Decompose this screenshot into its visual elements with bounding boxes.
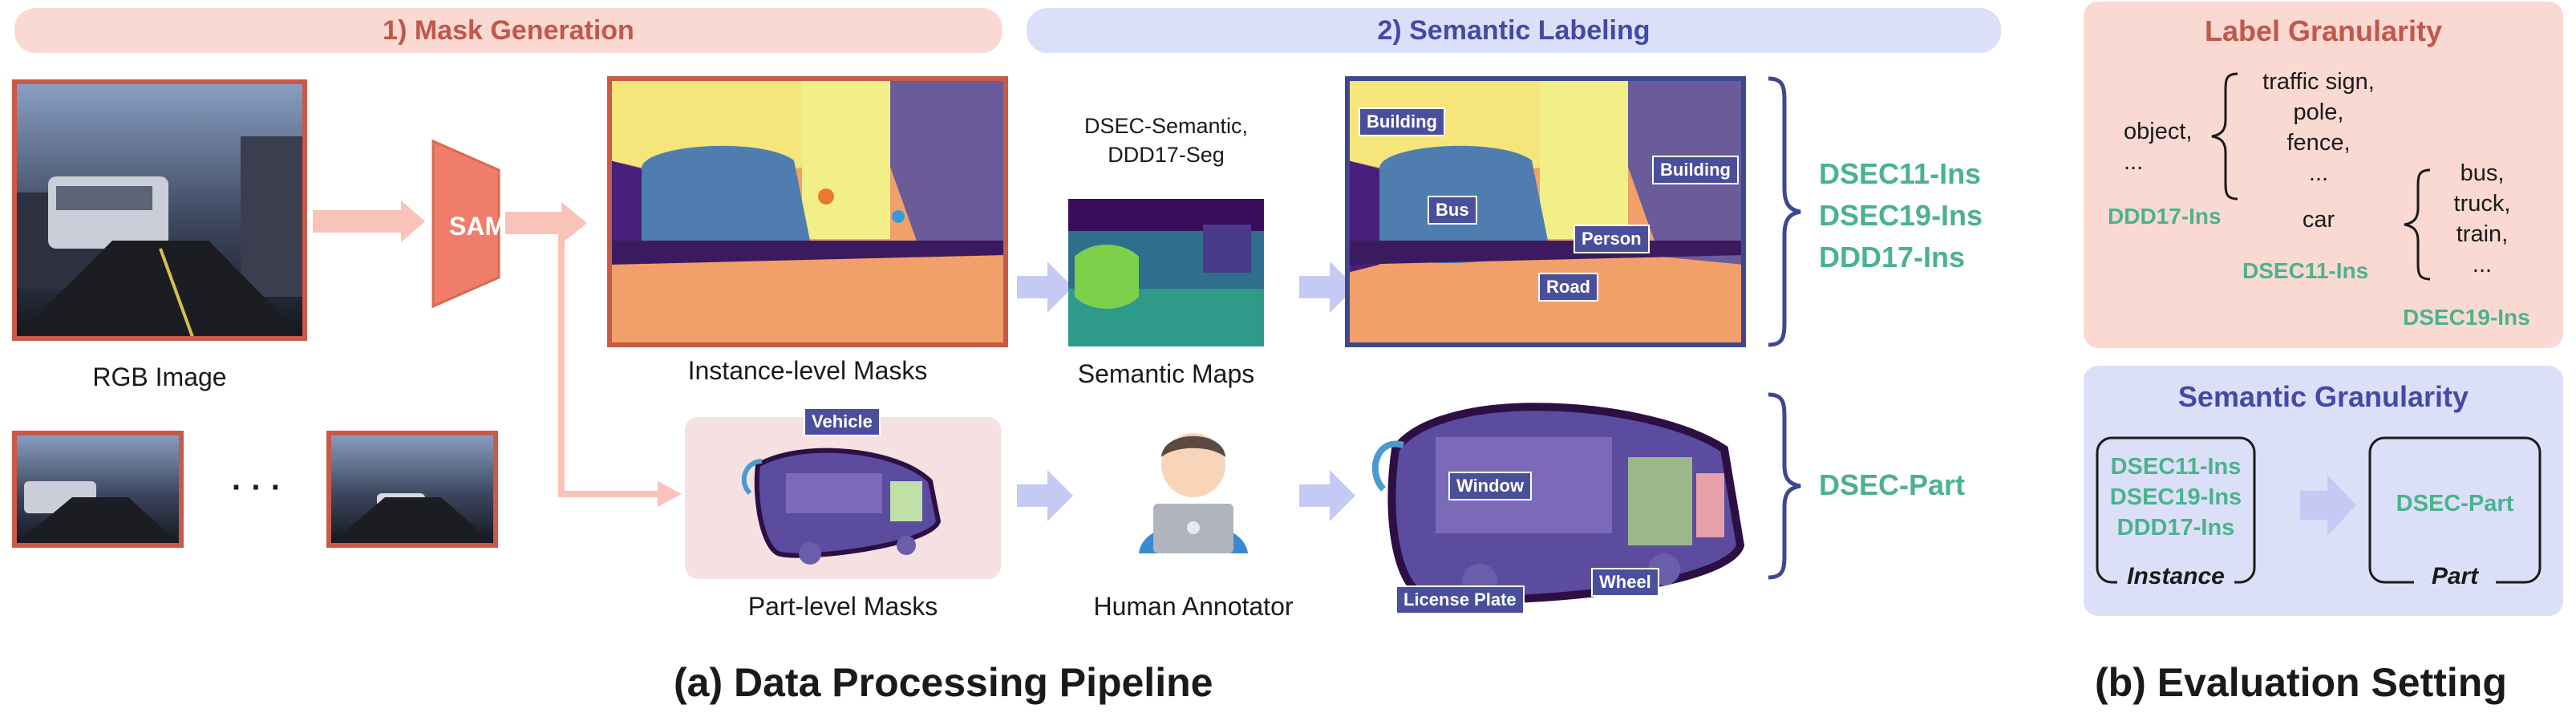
tag-vehicle: Vehicle xyxy=(804,407,881,436)
sam-block xyxy=(431,139,500,309)
label-col2-line2: pole, xyxy=(2293,99,2344,125)
label-col3-line2: truck, xyxy=(2453,191,2511,217)
label-col3-line1: bus, xyxy=(2460,160,2505,186)
human-annotator-caption: Human Annotator xyxy=(1093,592,1294,621)
brace-part-icon xyxy=(1768,392,1801,580)
sem-ds-dsec19: DSEC19-Ins xyxy=(2109,484,2242,510)
caption-a: (a) Data Processing Pipeline xyxy=(674,660,1213,705)
sem-ds-ddd17: DDD17-Ins xyxy=(2116,515,2235,541)
label-col1-line2: ... xyxy=(2124,149,2144,175)
tag-bus: Bus xyxy=(1428,196,1477,225)
arrow-instance-to-semantic-icon xyxy=(1017,261,1073,313)
label-ds-ddd17: DDD17-Ins xyxy=(2108,204,2222,229)
label-col3-line3: train, xyxy=(2456,221,2509,247)
label-granularity-panel xyxy=(2084,2,2563,348)
semantic-granularity-title: Semantic Granularity xyxy=(2177,380,2469,413)
pipeline-dataset-dsec-part: DSEC-Part xyxy=(1819,468,1966,501)
part-masks-caption: Part-level Masks xyxy=(747,592,938,621)
tag-building-right: Building xyxy=(1652,156,1739,184)
sam-label: SAM xyxy=(449,212,507,241)
banner-mask-generation-label: 1) Mask Generation xyxy=(383,14,634,46)
arrow-sam-to-part-icon xyxy=(558,223,658,497)
human-annotator-icon xyxy=(1139,433,1248,553)
rgb-image xyxy=(12,79,307,341)
brace-instance-icon xyxy=(1768,76,1801,347)
labeled-parts-image xyxy=(1371,403,1745,604)
semantic-source-line2: DDD17-Seg xyxy=(1108,143,1225,167)
tag-road: Road xyxy=(1538,273,1598,302)
label-ds-dsec19: DSEC19-Ins xyxy=(2403,305,2530,330)
label-car: car xyxy=(2302,207,2335,233)
label-ds-dsec11: DSEC11-Ins xyxy=(2242,258,2369,283)
rgb-thumbnail-2 xyxy=(326,431,498,548)
label-col3-line4: ... xyxy=(2472,252,2493,277)
label-granularity-title: Label Granularity xyxy=(2204,14,2443,47)
banner-mask-generation: 1) Mask Generation xyxy=(14,8,1002,53)
tag-building-left: Building xyxy=(1359,107,1445,136)
banner-semantic-labeling: 2) Semantic Labeling xyxy=(1027,8,2001,53)
instance-masks-caption: Instance-level Masks xyxy=(687,356,928,385)
arrow-semantic-to-labeled-icon xyxy=(1299,261,1355,313)
arrow-sam-to-instance-icon xyxy=(505,202,587,244)
pipeline-dataset-dsec11: DSEC11-Ins xyxy=(1819,157,1982,190)
instance-masks-image xyxy=(607,76,1008,347)
sem-instance-label: Instance xyxy=(2117,563,2234,590)
arrow-instance-to-part-icon xyxy=(2300,475,2356,536)
sem-part-label: Part xyxy=(2414,563,2496,590)
semantic-maps-image xyxy=(1068,199,1264,346)
pipeline-dataset-dsec19: DSEC19-Ins xyxy=(1819,199,1983,232)
tag-wheel: Wheel xyxy=(1591,568,1659,597)
tag-window: Window xyxy=(1448,472,1533,500)
rgb-image-caption: RGB Image xyxy=(92,363,227,391)
thumbnail-ellipsis: · · · xyxy=(231,470,282,505)
semantic-source-line1: DSEC-Semantic, xyxy=(1083,114,1249,138)
brace-label-2-icon xyxy=(2404,168,2431,281)
label-col1-line1: object, xyxy=(2124,119,2193,144)
sem-ds-dsec-part: DSEC-Part xyxy=(2396,491,2514,516)
label-col2-line4: ... xyxy=(2308,160,2329,186)
sem-ds-dsec11: DSEC11-Ins xyxy=(2110,454,2242,480)
arrow-rgb-to-sam-icon xyxy=(313,201,425,242)
rgb-thumbnail-1 xyxy=(12,431,184,548)
tag-license-plate: License Plate xyxy=(1395,585,1525,614)
brace-label-1-icon xyxy=(2211,72,2238,201)
caption-b: (b) Evaluation Setting xyxy=(2095,660,2507,705)
arrow-part-to-annotator-icon xyxy=(1017,470,1073,521)
label-col2-line3: fence, xyxy=(2286,130,2351,156)
label-col2-line1: traffic sign, xyxy=(2262,69,2375,95)
part-masks-panel xyxy=(685,417,1001,579)
banner-semantic-labeling-label: 2) Semantic Labeling xyxy=(1377,14,1651,46)
semantic-maps-caption: Semantic Maps xyxy=(1077,359,1255,388)
arrow-annotator-to-parts-icon xyxy=(1299,470,1355,521)
pipeline-dataset-ddd17: DDD17-Ins xyxy=(1819,241,1966,273)
tag-person: Person xyxy=(1574,225,1650,253)
